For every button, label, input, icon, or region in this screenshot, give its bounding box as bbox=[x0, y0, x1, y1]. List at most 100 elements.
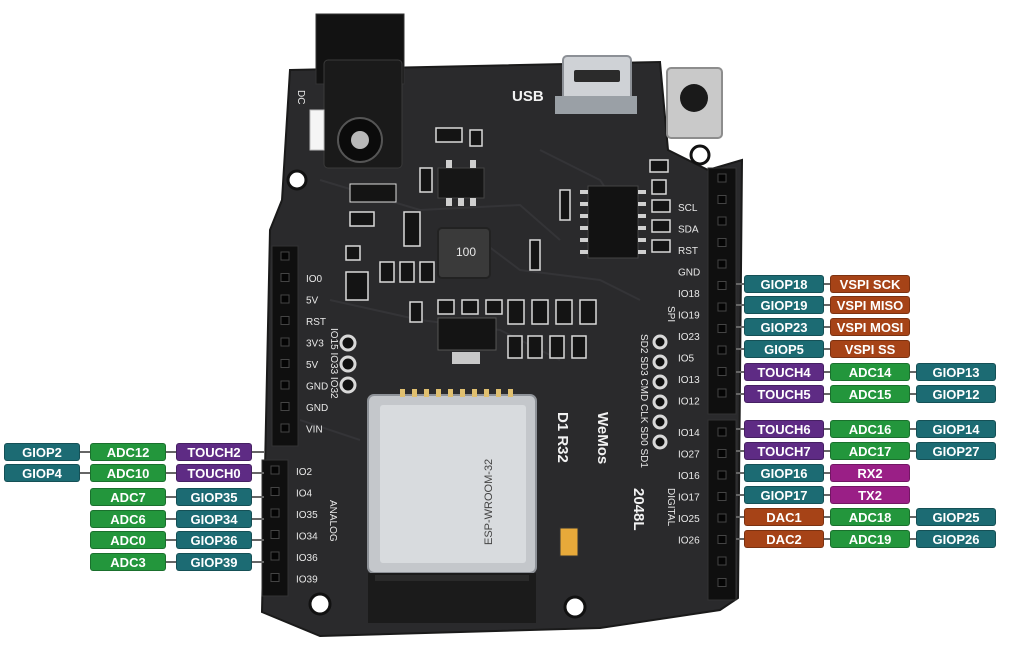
pin-tag-connector bbox=[910, 371, 916, 373]
header-pin-label: GND bbox=[678, 268, 700, 279]
pin-tag-gpio: GIOP16 bbox=[744, 464, 824, 482]
pin-tag-spi: VSPI MOSI bbox=[830, 318, 910, 336]
pin-tag-dac: DAC1 bbox=[744, 508, 824, 526]
header-pin-holes bbox=[270, 173, 727, 587]
right-bottom-header bbox=[707, 419, 737, 601]
pin-tag-adc: ADC17 bbox=[830, 442, 910, 460]
header-pin-label: IO36 bbox=[296, 553, 318, 564]
pin-tag-connector bbox=[166, 496, 176, 498]
header-pin-label: IO34 bbox=[296, 532, 318, 543]
pin-tag-touch: TOUCH5 bbox=[744, 385, 824, 403]
pin-tag-adc: ADC16 bbox=[830, 420, 910, 438]
pin-tag-adc: ADC14 bbox=[830, 363, 910, 381]
header-pin-hole bbox=[280, 316, 290, 325]
pin-tag-connector bbox=[824, 538, 830, 540]
header-pin-label: IO14 bbox=[678, 428, 700, 439]
switch-part bbox=[349, 183, 397, 203]
pin-tag-connector bbox=[824, 428, 830, 430]
pin-tag-connector bbox=[166, 451, 176, 453]
usb-serial-chip bbox=[580, 185, 646, 259]
header-pin-label: IO4 bbox=[296, 489, 313, 500]
header-pin-hole bbox=[270, 551, 280, 561]
pin-tag-connector bbox=[910, 516, 916, 518]
pin-tag-gpio: GIOP25 bbox=[916, 508, 996, 526]
pin-tag-touch: TOUCH6 bbox=[744, 420, 824, 438]
header-pin-label: IO5 bbox=[678, 354, 695, 365]
header-pin-label: IO17 bbox=[678, 493, 700, 504]
pin-tag-connector bbox=[736, 538, 744, 540]
header-pin-label: IO25 bbox=[678, 514, 700, 525]
pin-tag-adc: ADC6 bbox=[90, 510, 166, 528]
pin-tag-gpio: GIOP34 bbox=[176, 510, 252, 528]
pin-tag-adc: ADC12 bbox=[90, 443, 166, 461]
pin-tag-dac: DAC2 bbox=[744, 530, 824, 548]
pin-tag-touch: TOUCH0 bbox=[176, 464, 252, 482]
pin-tag-connector bbox=[910, 393, 916, 395]
pin-tag-connector bbox=[824, 348, 830, 350]
dc-jack bbox=[315, 13, 405, 169]
pin-tag-connector bbox=[910, 538, 916, 540]
pin-tag-uart: TX2 bbox=[830, 486, 910, 504]
header-pin-label: RST bbox=[678, 246, 698, 257]
pin-tag-adc: ADC18 bbox=[830, 508, 910, 526]
pin-tag-connector bbox=[736, 326, 744, 328]
pin-tag-connector bbox=[824, 371, 830, 373]
mosfet bbox=[437, 317, 497, 351]
pin-tag-connector bbox=[252, 539, 264, 541]
pin-tag-gpio: GIOP27 bbox=[916, 442, 996, 460]
center-pin-holes bbox=[339, 334, 357, 394]
header-pin-hole bbox=[280, 380, 290, 390]
pin-tag-connector bbox=[252, 561, 264, 563]
serial-code: 2048L bbox=[630, 488, 647, 531]
tantalum-cap bbox=[559, 527, 579, 557]
pin-tag-connector bbox=[736, 472, 744, 474]
analog-side-label: ANALOG bbox=[327, 500, 338, 542]
reset-button bbox=[666, 67, 723, 139]
header-pin-hole bbox=[280, 423, 290, 433]
header-pin-label: GND bbox=[306, 382, 328, 393]
pin-tag-adc: ADC0 bbox=[90, 531, 166, 549]
pin-tag-touch: TOUCH4 bbox=[744, 363, 824, 381]
pin-tag-connector bbox=[824, 283, 830, 285]
header-pin-label: IO18 bbox=[678, 289, 700, 300]
header-pin-label: IO26 bbox=[678, 536, 700, 547]
pin-tag-gpio: GIOP12 bbox=[916, 385, 996, 403]
regulator-ic bbox=[437, 167, 485, 199]
header-pin-hole bbox=[717, 173, 727, 183]
header-pin-hole bbox=[717, 492, 727, 501]
header-pin-label: IO2 bbox=[296, 467, 313, 478]
pin-tag-gpio: GIOP14 bbox=[916, 420, 996, 438]
pin-tag-connector bbox=[736, 428, 744, 430]
header-pin-hole bbox=[280, 402, 290, 411]
pin-tag-connector bbox=[910, 450, 916, 452]
module-name: ESP-WROOM-32 bbox=[483, 459, 495, 545]
header-pin-hole bbox=[270, 465, 280, 475]
mount-hole bbox=[286, 169, 308, 191]
module-castellations bbox=[400, 389, 513, 397]
header-pin-hole bbox=[280, 337, 290, 347]
pin-tag-connector bbox=[166, 561, 176, 563]
pin-tag-adc: ADC15 bbox=[830, 385, 910, 403]
header-pin-hole bbox=[270, 508, 280, 518]
center-pin-labels: IO15 IO33 IO32 bbox=[328, 328, 339, 399]
pin-tag-connector bbox=[824, 516, 830, 518]
pin-tag-connector bbox=[166, 518, 176, 520]
header-pin-hole bbox=[280, 359, 290, 368]
pin-tag-gpio: GIOP4 bbox=[4, 464, 80, 482]
pin-tag-gpio: GIOP23 bbox=[744, 318, 824, 336]
pin-tag-connector bbox=[824, 494, 830, 496]
pin-tag-uart: RX2 bbox=[830, 464, 910, 482]
header-pin-label: IO27 bbox=[678, 450, 700, 461]
header-pin-label: IO12 bbox=[678, 397, 700, 408]
pin-tag-spi: VSPI SS bbox=[830, 340, 910, 358]
smd-components bbox=[345, 127, 671, 359]
pin-tag-connector bbox=[824, 326, 830, 328]
header-pin-hole bbox=[280, 294, 290, 304]
pin-tag-connector bbox=[80, 472, 90, 474]
right-top-header bbox=[707, 167, 737, 415]
flash-pin-holes bbox=[652, 334, 668, 450]
pin-tag-gpio: GIOP19 bbox=[744, 296, 824, 314]
